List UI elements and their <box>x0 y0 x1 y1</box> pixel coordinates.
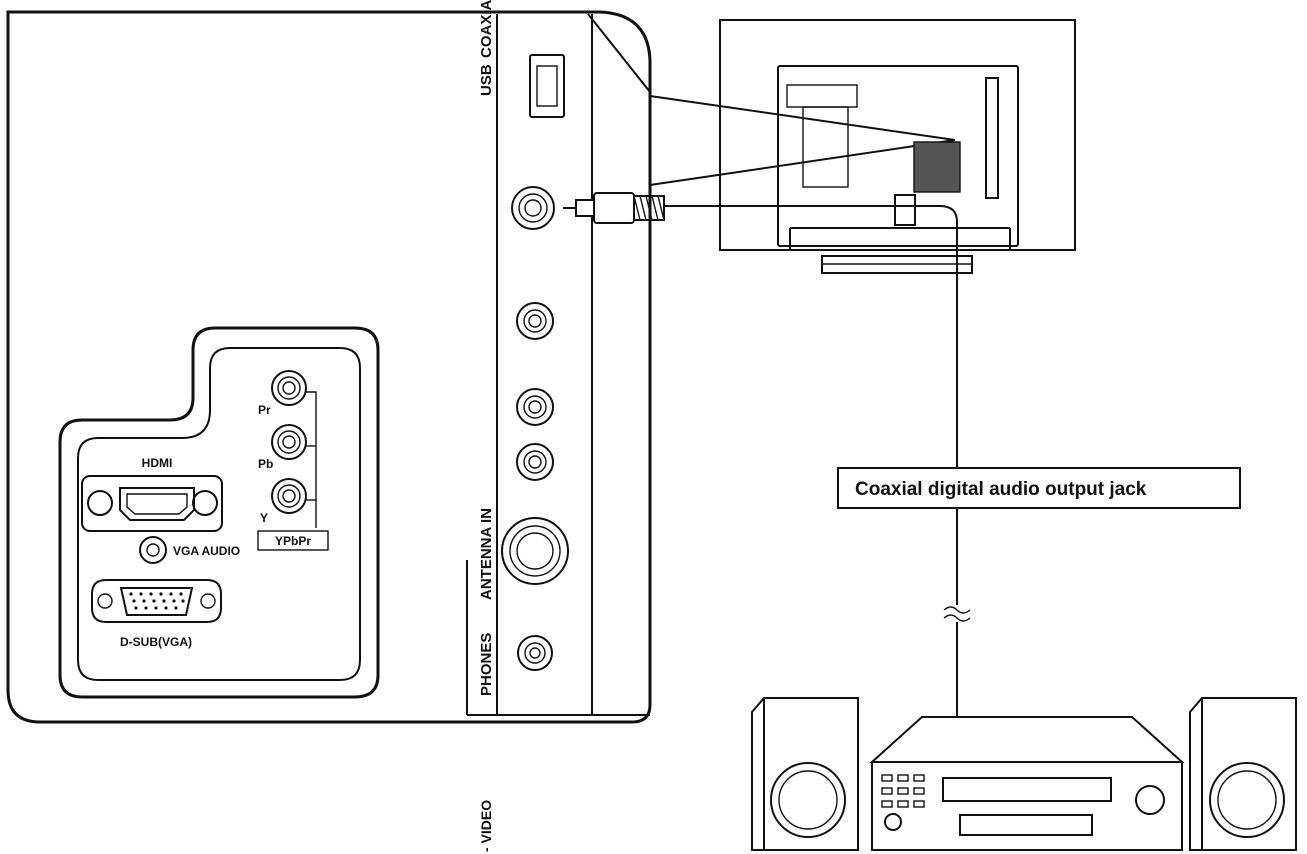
coaxial-plug-icon <box>563 192 665 224</box>
coaxial-cable <box>664 205 958 605</box>
y-label: Y <box>260 511 268 525</box>
zoom-projection-lower <box>649 139 956 702</box>
vga-audio-jack-icon <box>139 536 167 564</box>
dsub-label: D-SUB(VGA) <box>120 635 192 649</box>
rca-jack-icon <box>516 443 554 481</box>
headphones-jack-icon <box>517 635 553 671</box>
cable-break-icon <box>943 606 971 622</box>
speaker-icon <box>751 697 859 851</box>
hdmi-label: HDMI <box>142 456 173 470</box>
callout-box <box>837 467 1241 509</box>
antenna-jack-icon <box>501 517 569 585</box>
usb-port-icon <box>529 54 565 118</box>
amplifier-icon <box>869 716 1185 851</box>
video-label: - VIDEO <box>478 800 494 852</box>
component-jacks <box>257 370 329 551</box>
tv-audio-output-panel <box>913 141 961 193</box>
ypbpr-label: YPbPr <box>275 534 311 548</box>
pb-label: Pb <box>258 457 273 471</box>
pr-label: Pr <box>258 403 271 417</box>
coaxial-label: COAXIA <box>478 0 495 58</box>
rca-jack-icon <box>516 302 554 340</box>
usb-label: USB <box>478 64 495 96</box>
antenna-in-label: ANTENNA IN <box>478 508 495 600</box>
connector-panel <box>58 326 380 699</box>
phones-label: PHONES <box>478 633 495 696</box>
vga-pins <box>129 592 185 610</box>
hdmi-port-icon <box>81 475 223 532</box>
vga-connector-icon <box>91 579 222 623</box>
callout-label: Coaxial digital audio output jack <box>855 479 1147 500</box>
vga-audio-label: VGA AUDIO <box>173 544 240 558</box>
tv-back-icon <box>719 19 1076 274</box>
coaxial-output-jack <box>511 186 555 230</box>
rca-jack-icon <box>516 388 554 426</box>
speaker-icon <box>1189 697 1297 851</box>
tv-rear-panel <box>6 10 652 724</box>
